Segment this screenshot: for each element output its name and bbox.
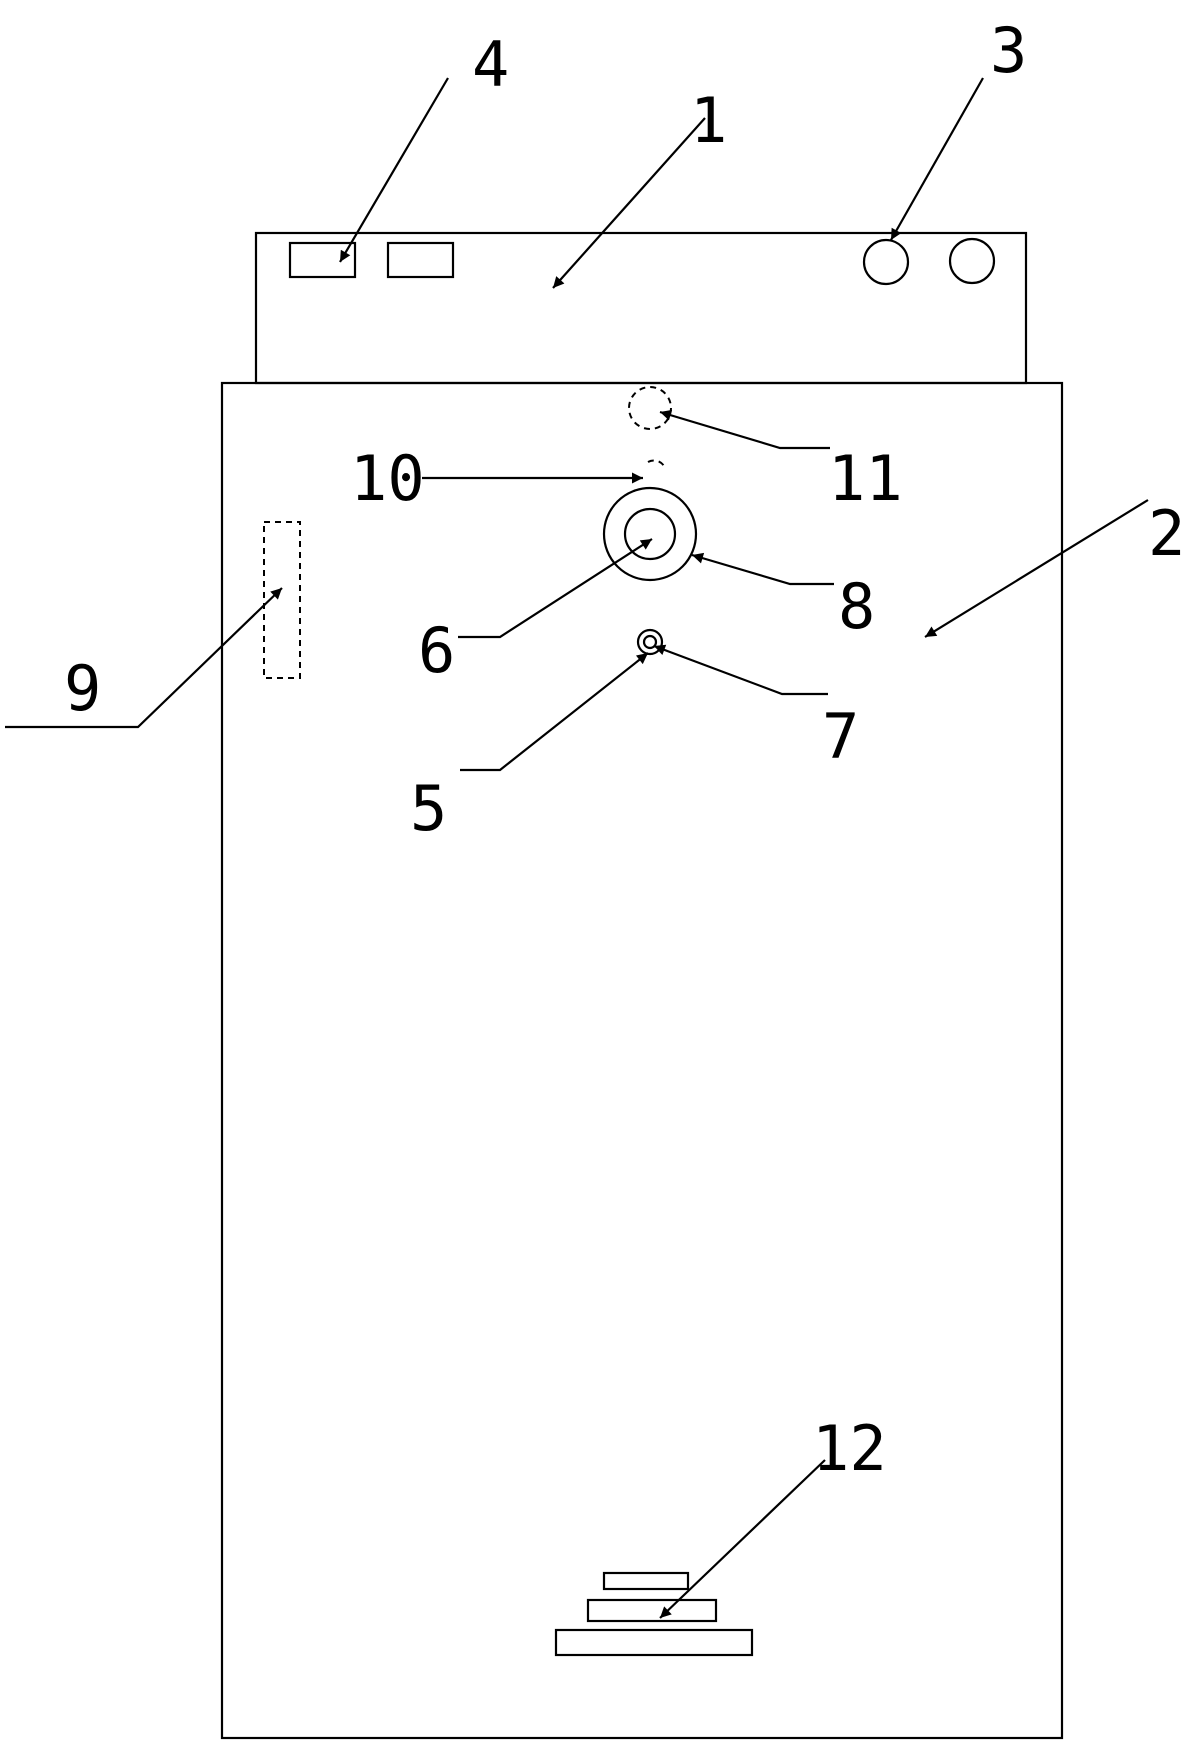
callout-7: 7 <box>822 700 859 773</box>
top-housing <box>254 231 1028 385</box>
leader-12 <box>659 1459 826 1619</box>
callout-1: 1 <box>690 84 727 157</box>
main-body <box>220 381 1064 1740</box>
plate-middle <box>586 1598 718 1623</box>
hidden-circle-11 <box>628 386 672 430</box>
top-knob-left <box>862 238 910 286</box>
leader-7 <box>653 644 828 696</box>
callout-12: 12 <box>812 1412 887 1485</box>
leader-3 <box>890 77 984 241</box>
leader-4 <box>339 77 449 263</box>
leader-11 <box>659 409 830 450</box>
small-ring-7 <box>636 628 664 656</box>
callout-4: 4 <box>472 28 509 101</box>
callout-10: 10 <box>350 442 425 515</box>
hidden-slot-9 <box>263 521 301 679</box>
plate-bottom <box>554 1628 754 1657</box>
callout-3: 3 <box>990 14 1027 87</box>
callout-5: 5 <box>410 772 447 845</box>
callout-6: 6 <box>418 614 455 687</box>
callout-9: 9 <box>64 652 101 725</box>
top-window-left <box>288 241 357 279</box>
leader-2 <box>924 499 1149 638</box>
small-hole-5 <box>642 634 658 650</box>
top-knob-right <box>948 237 996 285</box>
leader-5 <box>460 652 649 772</box>
ring-8 <box>602 486 698 582</box>
leader-8 <box>691 552 834 586</box>
callout-2: 2 <box>1148 497 1185 570</box>
leader-9 <box>5 587 283 729</box>
plate-top <box>602 1571 690 1591</box>
leader-1 <box>552 117 706 289</box>
leader-6 <box>458 538 653 639</box>
callout-8: 8 <box>838 570 875 643</box>
top-window-right <box>386 241 455 279</box>
hidden-arc-10 <box>647 459 665 467</box>
hub-6 <box>623 507 677 561</box>
callout-11: 11 <box>828 442 903 515</box>
